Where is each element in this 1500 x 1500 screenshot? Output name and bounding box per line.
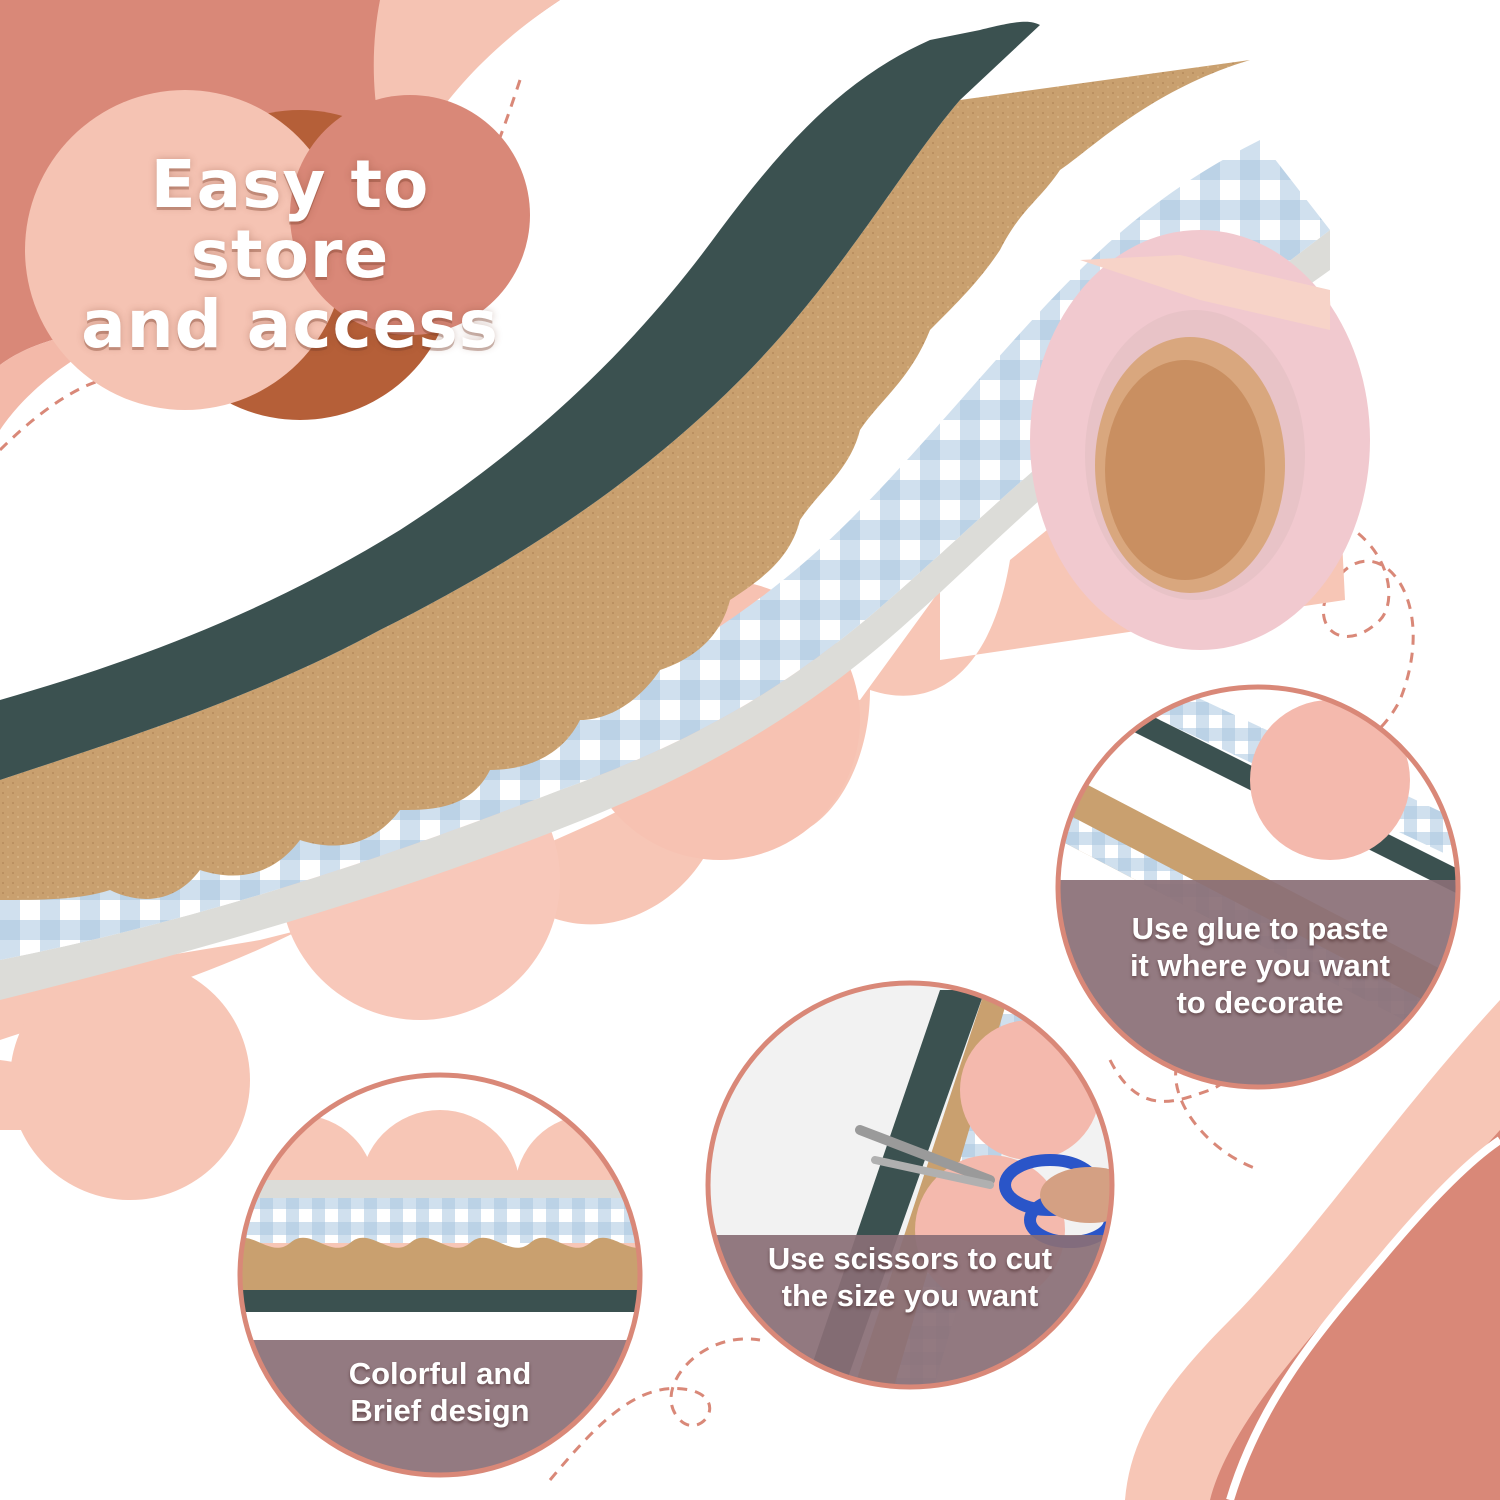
caption-design: Colorful and Brief design — [280, 1355, 600, 1429]
caption-design-line-1: Colorful and — [348, 1356, 532, 1391]
headline-badge — [25, 90, 530, 420]
caption-scissors: Use scissors to cut the size you want — [730, 1240, 1090, 1314]
headline-line-1: Easy to store — [150, 146, 430, 293]
caption-glue-line-2: it where you want — [1129, 948, 1391, 983]
caption-scissors-line-2: the size you want — [781, 1278, 1039, 1313]
caption-glue-line-1: Use glue to paste — [1131, 911, 1389, 946]
caption-scissors-line-1: Use scissors to cut — [767, 1241, 1053, 1276]
inset-scissors — [705, 980, 1115, 1390]
border-ribbon — [0, 21, 1370, 1200]
inset-design — [237, 1072, 643, 1478]
caption-glue-line-3: to decorate — [1176, 985, 1344, 1020]
caption-glue: Use glue to paste it where you want to d… — [1090, 910, 1430, 1021]
headline-line-2: and access — [81, 286, 499, 363]
headline: Easy to store and access — [40, 150, 540, 360]
inset-glue — [1055, 684, 1461, 1090]
caption-design-line-2: Brief design — [350, 1393, 530, 1428]
